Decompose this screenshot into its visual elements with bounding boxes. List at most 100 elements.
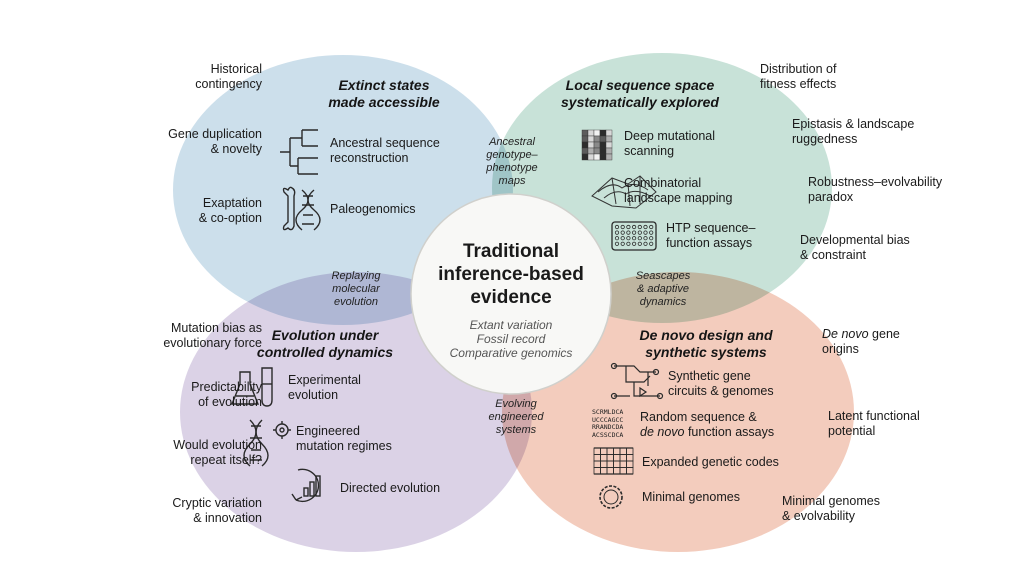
text-line: systems xyxy=(495,424,537,436)
text-line: Combinatorial xyxy=(624,176,702,190)
text-line: circuits & genomes xyxy=(668,384,774,398)
left-outer-label: Gene duplication& novelty xyxy=(168,127,262,157)
text-line: Robustness–evolvability xyxy=(808,175,943,189)
item-top-left: Paleogenomics xyxy=(330,202,415,217)
text-line: evolution xyxy=(333,296,379,308)
text-line: Distribution of xyxy=(760,62,837,76)
mutation-heatmap-icon xyxy=(581,129,613,161)
text-line: Comparative genomics xyxy=(449,346,573,360)
item-bottom-right: Minimal genomes xyxy=(642,490,740,505)
de-novo-italic: De novo xyxy=(822,327,869,341)
item-top-right: HTP sequence–function assays xyxy=(666,221,755,251)
text-line: Minimal genomes xyxy=(642,490,740,504)
text-line: Directed evolution xyxy=(340,481,441,495)
text-line: Gene duplication xyxy=(168,127,262,141)
text-line: & co-option xyxy=(198,211,262,225)
text-line: of evolution xyxy=(198,395,262,409)
right-outer-label: Developmental bias& constraint xyxy=(800,233,910,263)
label-rest: function assays xyxy=(684,425,775,439)
text-line: SCRMLDCA xyxy=(592,408,624,416)
text-line: controlled dynamics xyxy=(256,344,394,360)
text-line: Epistasis & landscape xyxy=(792,117,915,131)
dna-gear-icon xyxy=(243,419,291,467)
text-line: Mutation bias as xyxy=(170,321,262,335)
text-line: Experimental xyxy=(288,373,361,387)
text-line: function assays xyxy=(666,236,753,250)
text-line: Evolution under xyxy=(271,327,379,343)
text-line: de novo function assays xyxy=(640,425,774,440)
text-line: & adaptive xyxy=(637,283,689,295)
text-line: De novo design and xyxy=(556,327,856,344)
text-line: Paleogenomics xyxy=(330,202,416,216)
text-line: evolutionary force xyxy=(163,336,262,350)
text-line: potential xyxy=(828,424,876,438)
text-line: molecular xyxy=(332,283,380,295)
text-line: Random sequence & xyxy=(640,410,757,424)
text-line: Would evolution xyxy=(173,438,262,452)
bone-dna-icon xyxy=(282,186,321,231)
text-line: Developmental bias xyxy=(800,233,910,247)
text-line: synthetic systems xyxy=(645,344,767,360)
flask-test-tube-icon xyxy=(230,367,273,407)
text-line: phenotype xyxy=(486,162,538,174)
text-line: RRANDCDA xyxy=(592,423,624,431)
item-bottom-right: Expanded genetic codes xyxy=(642,455,779,470)
text-line: made accessible xyxy=(328,94,440,110)
text-line: evidence xyxy=(470,287,552,308)
text-line: Deep mutational xyxy=(624,129,716,143)
center-circle xyxy=(410,193,612,395)
text-line: landscape mapping xyxy=(624,191,733,205)
phylogenetic-tree-icon xyxy=(280,129,318,175)
text-line: Local sequence space xyxy=(565,77,715,93)
text-line: Evolving xyxy=(495,398,537,410)
text-line: Exaptation xyxy=(202,196,262,210)
text-line: repeat itself? xyxy=(190,453,262,467)
text-line: mutation regimes xyxy=(296,439,392,453)
text-line: paradox xyxy=(808,190,854,204)
left-outer-label: Exaptation& co-option xyxy=(199,196,262,226)
text-line: maps xyxy=(498,175,526,187)
text-line: & evolvability xyxy=(782,509,855,523)
right-outer-label: Minimal genomes& evolvability xyxy=(782,494,880,524)
text-line: Extant variation xyxy=(469,318,553,332)
label-rest: gene xyxy=(868,327,900,341)
text-line: origins xyxy=(822,342,859,356)
text-line: Latent functional xyxy=(828,409,920,423)
text-line: Synthetic gene xyxy=(668,369,751,383)
text-line: Ancestral xyxy=(489,136,535,148)
text-line: systematically explored xyxy=(561,94,719,110)
text-line: & novelty xyxy=(210,142,262,156)
text-line: Minimal genomes xyxy=(782,494,880,508)
text-line: & innovation xyxy=(193,511,262,525)
text-line: ACSSCDCA xyxy=(592,430,624,439)
text-line: HTP sequence– xyxy=(666,221,756,235)
text-line: Historical xyxy=(210,62,262,76)
well-plate-icon xyxy=(611,221,657,251)
text-line: Engineered xyxy=(296,424,360,438)
text-line: contingency xyxy=(195,77,262,91)
text-line: evolution xyxy=(288,388,339,402)
text-line: De novo gene xyxy=(822,327,900,342)
text-line: Predictability xyxy=(191,380,262,394)
text-line: Cryptic variation xyxy=(172,496,262,510)
